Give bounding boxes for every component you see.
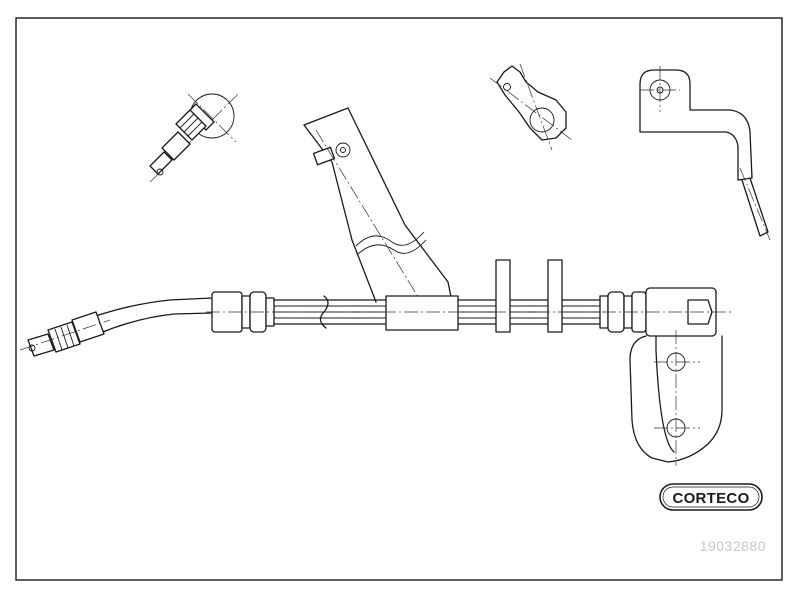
detail-angle-bracket — [639, 66, 771, 241]
lower-mounting-plate — [629, 330, 723, 466]
corteco-logo: CORTECO — [659, 483, 763, 511]
drawing-frame — [15, 17, 783, 581]
hose-mounting-arm — [303, 107, 453, 303]
part-number: 19032880 — [700, 538, 766, 554]
brake-hose-assembly — [19, 259, 732, 357]
logo-text: CORTECO — [672, 490, 749, 507]
detail-union-fitting — [149, 93, 239, 183]
detail-retaining-clip — [489, 63, 573, 151]
